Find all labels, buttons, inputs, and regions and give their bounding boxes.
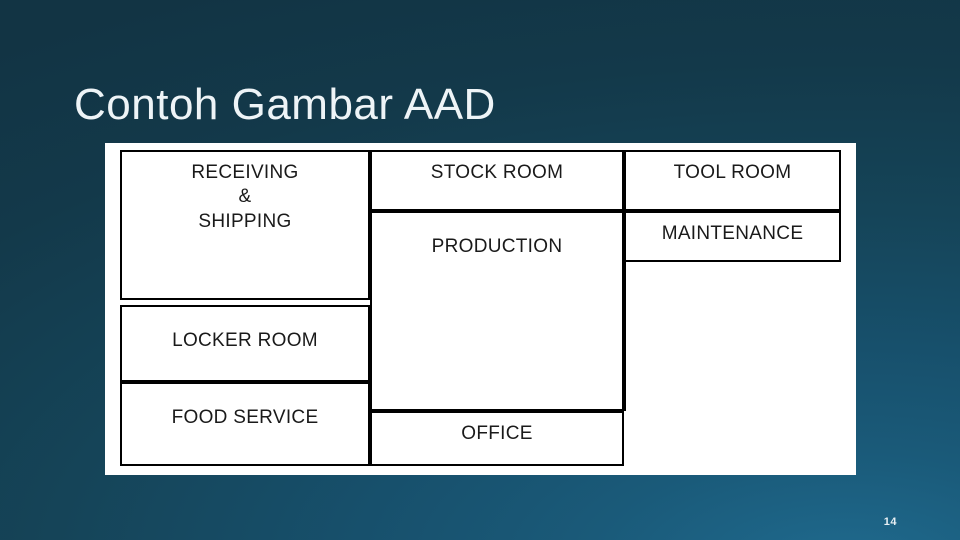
- page-title: Contoh Gambar AAD: [74, 80, 496, 130]
- room-label-receiving-shipping: RECEIVING & SHIPPING: [191, 162, 299, 232]
- room-locker-room: LOCKER ROOM: [120, 305, 370, 382]
- room-label-tool-room: TOOL ROOM: [673, 162, 792, 183]
- room-right-unlabeled-area: [624, 262, 841, 411]
- room-receiving-shipping: RECEIVING & SHIPPING: [120, 150, 370, 300]
- room-maintenance: MAINTENANCE: [624, 211, 841, 262]
- room-office: OFFICE: [370, 411, 624, 466]
- room-production: PRODUCTION: [370, 211, 624, 411]
- room-stock-room: STOCK ROOM: [370, 150, 624, 211]
- room-label-production: PRODUCTION: [431, 236, 563, 257]
- diagram-panel: RECEIVING & SHIPPING LOCKER ROOM FOOD SE…: [105, 143, 856, 475]
- room-label-food-service: FOOD SERVICE: [171, 407, 319, 428]
- room-label-office: OFFICE: [461, 423, 533, 444]
- room-label-stock-room: STOCK ROOM: [430, 162, 564, 183]
- page-number: 14: [883, 516, 897, 528]
- room-label-locker-room: LOCKER ROOM: [172, 330, 318, 351]
- facility-layout-diagram: RECEIVING & SHIPPING LOCKER ROOM FOOD SE…: [120, 150, 841, 466]
- room-food-service: FOOD SERVICE: [120, 382, 370, 466]
- room-label-maintenance: MAINTENANCE: [661, 223, 804, 244]
- room-tool-room: TOOL ROOM: [624, 150, 841, 211]
